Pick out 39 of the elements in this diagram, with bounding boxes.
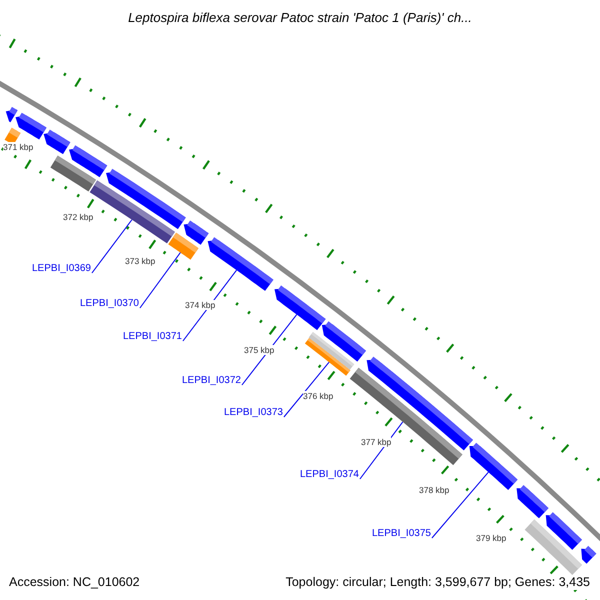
gene-feature bbox=[274, 285, 326, 330]
leader-line bbox=[241, 314, 298, 386]
gene-label: LEPBI_I0372 bbox=[182, 375, 241, 387]
gene-label: LEPBI_I0370 bbox=[80, 298, 139, 310]
gene-feature bbox=[516, 485, 548, 518]
gene-label: LEPBI_I0371 bbox=[123, 331, 182, 343]
gene-feature bbox=[184, 220, 209, 245]
gene-feature bbox=[469, 442, 518, 490]
gene-feature bbox=[322, 321, 366, 362]
info-text: Topology: circular; Length: 3,599,677 bp; Genes: 3,435 bbox=[286, 575, 590, 590]
gene-label: LEPBI_I0373 bbox=[224, 407, 283, 419]
info-text: Accession: NC_010602 bbox=[9, 575, 140, 590]
tick-label: 371 kbp bbox=[3, 142, 34, 152]
gene-feature bbox=[6, 106, 18, 122]
gene-feature bbox=[546, 512, 582, 550]
leader-line bbox=[359, 421, 404, 480]
map-title: Leptospira biflexa serovar Patoc strain 'Patoc 1 (Paris)' ch... bbox=[127, 10, 473, 25]
leader-line bbox=[283, 362, 330, 418]
tick-label: 372 kbp bbox=[63, 212, 94, 222]
tick-label: 377 kbp bbox=[361, 437, 392, 448]
tick-label: 375 kbp bbox=[244, 345, 274, 356]
leader-line bbox=[139, 252, 181, 308]
gene-label: LEPBI_I0375 bbox=[372, 528, 431, 540]
gene-feature bbox=[581, 546, 596, 564]
gene-feature bbox=[208, 237, 274, 291]
tick-label: 379 kbp bbox=[476, 533, 506, 544]
leader-line bbox=[431, 472, 489, 538]
gene-label: LEPBI_I0369 bbox=[32, 263, 91, 275]
gene-feature bbox=[106, 168, 186, 230]
tick-label: 374 kbp bbox=[185, 300, 216, 310]
gene-feature bbox=[16, 112, 46, 140]
tick-label: 376 kbp bbox=[303, 391, 334, 402]
gene-feature bbox=[44, 130, 70, 154]
gene-label: LEPBI_I0374 bbox=[300, 469, 359, 481]
gene-feature bbox=[69, 145, 108, 178]
leader-line bbox=[91, 219, 132, 274]
tick-label: 373 kbp bbox=[125, 256, 156, 266]
tick-label: 378 kbp bbox=[419, 485, 450, 496]
leader-line bbox=[182, 270, 238, 342]
